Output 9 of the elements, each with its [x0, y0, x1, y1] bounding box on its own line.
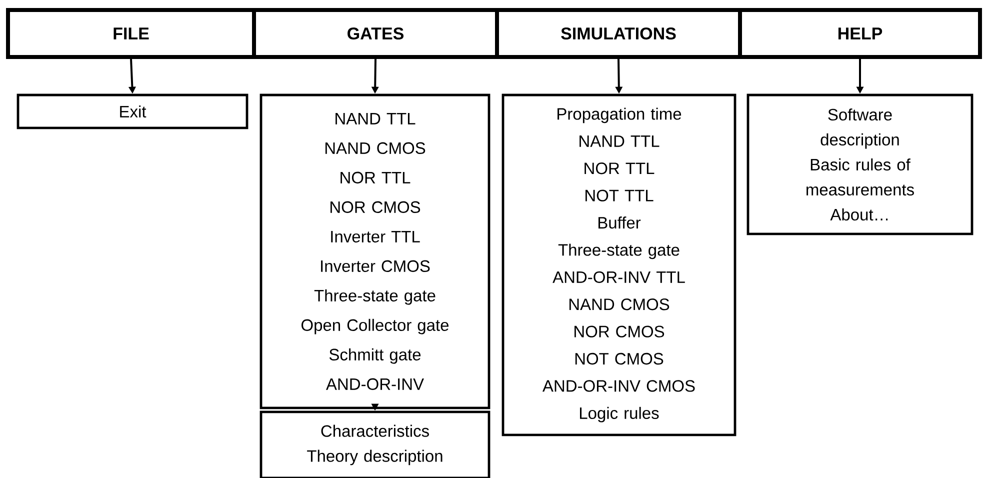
- menu-tab: FILE: [6, 8, 256, 59]
- menu-box: Exit: [16, 94, 248, 130]
- menu-box: Software description Basic rules of measurements About…: [746, 94, 974, 236]
- menu-tab: GATES: [252, 8, 499, 59]
- menu-tab: SIMULATIONS: [495, 8, 742, 59]
- menu-box: NAND TTL NAND CMOS NOR TTL NOR CMOS Inverter TTL Inverter CMOS Three-state gate Open Collector gate Schmitt gate AND-OR-INV: [260, 94, 490, 410]
- menu-tab: HELP: [738, 8, 982, 59]
- menu-box: Characteristics Theory description: [260, 410, 490, 478]
- menu-box: Propagation time NAND TTL NOR TTL NOT TTL Buffer Three-state gate AND-OR-INV TTL NAND CMOS NOR CMOS NOT CMOS AND-OR-INV CMOS Logic rules: [502, 94, 736, 436]
